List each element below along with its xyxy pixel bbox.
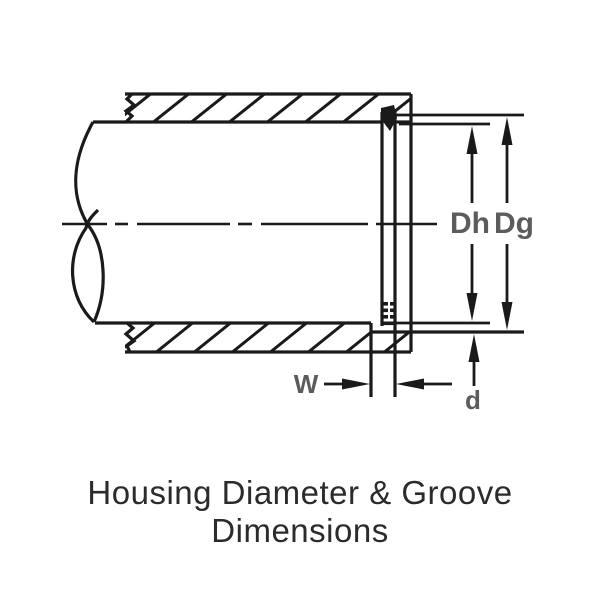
housing-top-wall-hatch xyxy=(125,94,411,122)
dh-arrow-up xyxy=(466,126,478,154)
d-arrow-up xyxy=(468,334,480,362)
dh-arrow-down xyxy=(466,293,478,321)
seal-cross-section-bottom xyxy=(383,302,395,326)
dg-arrow-up xyxy=(501,117,513,145)
dg-arrow-down xyxy=(501,302,513,330)
housing-bottom-wall-hatch xyxy=(125,323,411,352)
housing-cross-section xyxy=(93,92,413,354)
break-line xyxy=(70,121,105,324)
extension-lines xyxy=(396,113,524,325)
dimension-dh xyxy=(466,126,478,321)
dimension-d xyxy=(468,334,480,386)
w-label: W xyxy=(294,369,319,399)
d-label: d xyxy=(465,385,481,415)
dimension-w xyxy=(324,378,452,390)
dimension-dg xyxy=(501,117,513,330)
break-edge-bottom-wall xyxy=(123,321,137,353)
groove xyxy=(369,105,524,397)
w-arrow-right xyxy=(342,378,370,390)
diagram-title: Housing Diameter & Groove Dimensions xyxy=(87,474,513,549)
dh-label: Dh xyxy=(450,207,490,240)
dg-label: Dg xyxy=(494,207,534,240)
seal-cross-section-top xyxy=(381,105,397,131)
w-arrow-left xyxy=(396,378,424,390)
break-edge-top-wall xyxy=(123,92,137,124)
